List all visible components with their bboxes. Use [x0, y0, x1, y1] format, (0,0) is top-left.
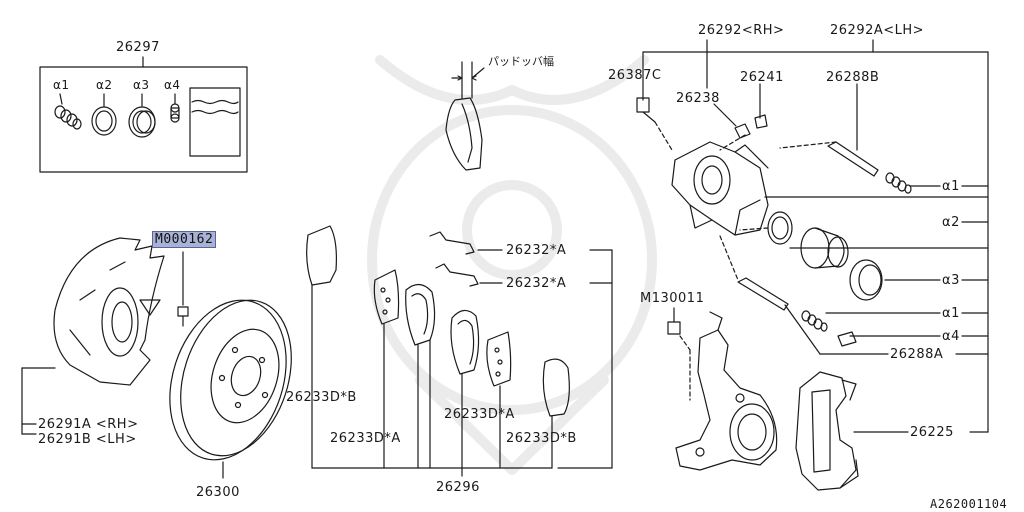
- knuckle-bolt: [667, 307, 691, 401]
- label-26233db-left: 26233D*B: [286, 390, 357, 405]
- label-a1-top: α1: [942, 179, 960, 194]
- brake-pad-set: [311, 269, 570, 477]
- label-26233db-right: 26233D*B: [506, 431, 577, 446]
- disc-rotor: [169, 299, 292, 479]
- dust-shield: [21, 237, 165, 435]
- slide-pin-26288a: [719, 235, 857, 347]
- label-26233da-right: 26233D*A: [444, 407, 515, 422]
- caliper-bolt-26387c: [636, 97, 673, 151]
- label-a3: α3: [942, 273, 960, 288]
- slide-pin-26288b: [779, 141, 912, 194]
- kit-boot-icon: [54, 105, 82, 130]
- label-26288b: 26288B: [826, 70, 880, 85]
- label-m130011: M130011: [640, 291, 705, 306]
- label-26233da-left: 26233D*A: [330, 431, 401, 446]
- pad-shim-left: [306, 225, 337, 469]
- steering-knuckle: [675, 311, 778, 471]
- piston-dust-boot: [849, 259, 883, 301]
- label-kit-a2: α2: [96, 78, 113, 92]
- pad-clips: [429, 231, 613, 469]
- label-kit-a3: α3: [133, 78, 150, 92]
- label-a1-mid: α1: [942, 306, 960, 321]
- label-26225: 26225: [910, 425, 954, 440]
- caliper-piston: [800, 227, 849, 269]
- caliper-body: [671, 141, 769, 236]
- brake-pad-top: [445, 97, 483, 171]
- seal-kit-box: [39, 56, 248, 173]
- kit-bushing-icon: [170, 103, 180, 123]
- label-kit-a1: α1: [53, 78, 70, 92]
- label-a4: α4: [942, 329, 960, 344]
- label-26292a-lh: 26292A<LH>: [830, 23, 925, 38]
- label-26292-rh: 26292<RH>: [698, 23, 785, 38]
- label-26296: 26296: [436, 480, 480, 495]
- kit-seal-ring-icon: [91, 106, 117, 136]
- label-kit-a4: α4: [164, 78, 181, 92]
- diagram-reference-id: A262001104: [930, 497, 1008, 511]
- label-26387c: 26387C: [608, 68, 662, 83]
- pad-width-indicator: [451, 61, 485, 99]
- piston-seal: [739, 211, 793, 245]
- label-26291a: 26291A <RH>: [38, 417, 139, 432]
- label-a2: α2: [942, 215, 960, 230]
- label-26238: 26238: [676, 91, 720, 106]
- caliper-callout-lines: [642, 39, 989, 433]
- label-26297: 26297: [116, 40, 160, 55]
- label-26291b: 26291B <LH>: [38, 432, 137, 447]
- label-26300: 26300: [196, 485, 240, 500]
- caliper-support-bracket: [795, 371, 859, 491]
- grease-packet-icon: [189, 87, 241, 157]
- bleeder-screw: [719, 114, 768, 151]
- label-26241: 26241: [740, 70, 784, 85]
- kit-piston-seal-icon: [128, 106, 156, 138]
- label-26288a: 26288A: [890, 347, 944, 362]
- label-m000162-highlight[interactable]: M000162: [152, 231, 217, 248]
- hub-bolt: [177, 251, 189, 327]
- label-26232a-top: 26232*A: [506, 243, 567, 258]
- label-pad-width-note: パッドッバ幅: [488, 55, 554, 68]
- watermark-logo: [367, 55, 657, 475]
- label-26232a-bottom: 26232*A: [506, 276, 567, 291]
